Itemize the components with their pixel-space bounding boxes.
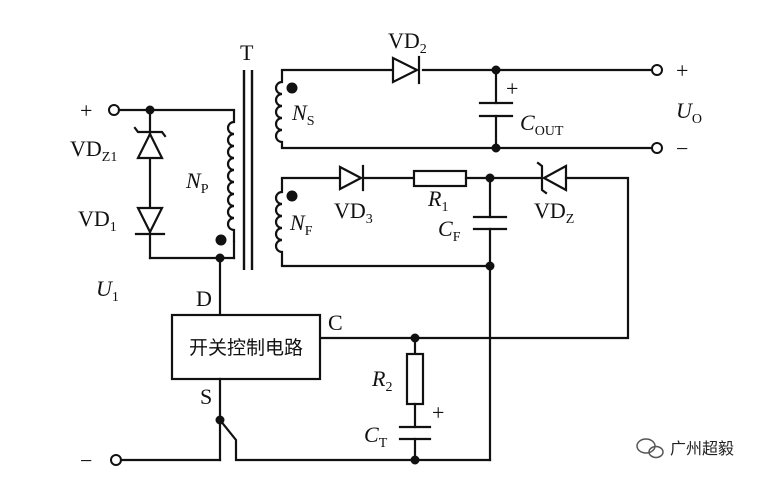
wire-s-ground-jog [218, 418, 492, 462]
out-minus-terminal [651, 142, 663, 154]
label-uo: UO [676, 98, 702, 127]
cout-capacitor [478, 68, 514, 150]
in-plus-terminal [108, 104, 120, 116]
label-vdz: VDZ [534, 198, 574, 227]
label-out-minus: − [676, 136, 688, 161]
vd1-diode [134, 206, 166, 236]
out-plus-terminal [651, 64, 663, 76]
ns-winding [274, 70, 284, 148]
vdz1-zener [133, 126, 167, 160]
wire-vdz-to-c [318, 176, 630, 340]
ct-capacitor [398, 425, 432, 462]
label-vd1: VD1 [78, 206, 117, 235]
label-in-plus: + [80, 98, 92, 123]
label-vd2: VD2 [388, 28, 427, 57]
label-cout-plus: + [506, 76, 518, 101]
label-u1: U1 [96, 276, 119, 305]
label-ct-plus: + [432, 400, 444, 425]
wechat-icon [636, 438, 664, 459]
label-r1: R1 [427, 186, 448, 215]
cf-capacitor [472, 176, 508, 462]
label-in-minus: − [80, 448, 92, 473]
label-cf: CF [438, 216, 461, 245]
label-c-pin: C [328, 310, 343, 335]
nf-winding [274, 178, 284, 266]
ns-dot [286, 82, 298, 94]
label-ct: CT [364, 422, 388, 451]
label-vdz1: VDZ1 [70, 136, 117, 165]
vd2-diode [391, 55, 421, 85]
np-winding [226, 110, 236, 242]
watermark-text: 广州超毅 [670, 439, 734, 458]
label-cout: COUT [520, 110, 564, 139]
r1-resistor [412, 169, 468, 188]
label-vd3: VD3 [334, 198, 373, 227]
in-minus-terminal [110, 454, 122, 466]
junction-cf-bottom [485, 261, 495, 271]
label-ns: NS [291, 100, 314, 129]
label-d-pin: D [196, 286, 212, 311]
nf-dot [286, 190, 298, 202]
label-transformer: T [240, 40, 254, 65]
label-s-pin: S [200, 384, 212, 409]
label-r2: R2 [371, 366, 392, 395]
r2-resistor [405, 352, 425, 406]
control-block-label: 开关控制电路 [189, 337, 303, 359]
label-np: NP [185, 168, 209, 197]
label-out-plus: + [676, 58, 688, 83]
vd3-diode [338, 164, 365, 192]
label-nf: NF [289, 210, 313, 239]
vdz-zener [536, 161, 568, 195]
control-block [170, 313, 322, 381]
np-dot [215, 234, 227, 246]
